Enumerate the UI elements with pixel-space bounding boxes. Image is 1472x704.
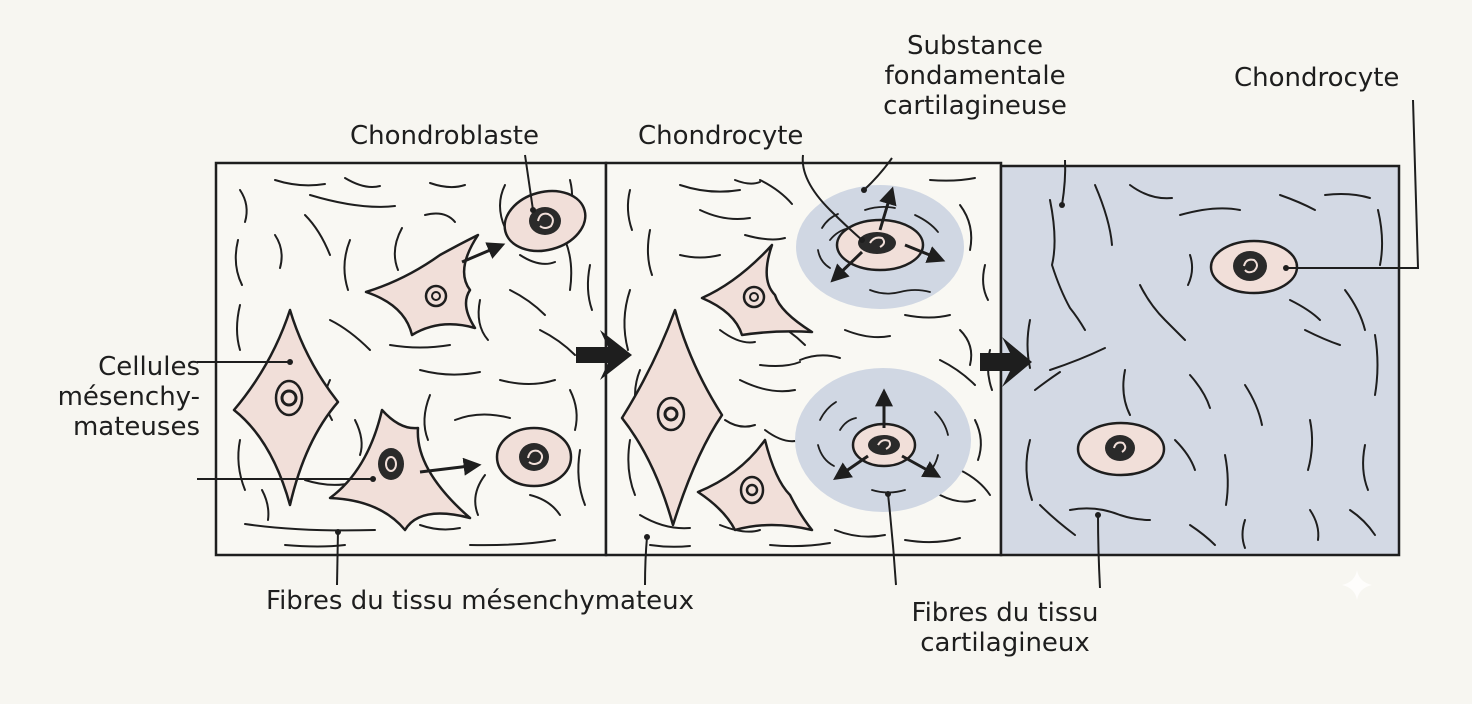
mesenchymal-cell-star-lower <box>328 408 472 532</box>
label-fibres-cartilagineux: Fibres du tissu cartilagineux <box>911 598 1099 658</box>
differentiation-arrow-icon <box>419 242 506 476</box>
halo-upper <box>796 185 964 309</box>
panel2-cell-spindle <box>620 308 724 527</box>
panel2-fibers <box>623 177 993 548</box>
division-arrows-lower-icon <box>833 388 942 481</box>
division-arrows-icon <box>830 186 946 283</box>
cartilage-chondrocyte-upper <box>1209 239 1299 295</box>
mesenchymal-cell-spindle <box>232 308 340 507</box>
panel-chondroblast-differentiation <box>604 161 1003 557</box>
panel2-cell-star-lower <box>696 438 814 532</box>
sparkle-icon <box>1342 570 1372 600</box>
panel2-cell-star-upper <box>700 243 814 337</box>
panel-cartilage-tissue <box>999 164 1401 557</box>
label-fibres-mesenchymateux: Fibres du tissu mésenchymateux <box>266 586 695 616</box>
label-cellules-mesenchymateuses: Cellules mésenchy- mateuses <box>57 352 200 442</box>
leader-lines <box>197 99 1420 589</box>
leader-dots <box>287 187 1289 540</box>
chondroblast-lower <box>495 426 573 488</box>
halo-lower <box>795 368 971 512</box>
mesenchymal-cell-star-upper <box>364 233 480 337</box>
cartilage-fibers <box>1025 184 1384 549</box>
stage-arrow-icon <box>576 330 632 380</box>
label-chondrocyte-right: Chondrocyte <box>1234 63 1400 93</box>
label-chondroblaste: Chondroblaste <box>350 121 539 151</box>
label-chondrocyte-mid: Chondrocyte <box>638 121 804 151</box>
cartilage-chondrocyte-lower <box>1076 421 1166 477</box>
stage-arrow-icon-2 <box>980 337 1032 387</box>
panel-mesenchymal-tissue <box>214 161 608 557</box>
label-substance-fondamentale: Substance fondamentale cartilagineuse <box>883 31 1067 121</box>
chondroblast-upper <box>503 189 587 253</box>
